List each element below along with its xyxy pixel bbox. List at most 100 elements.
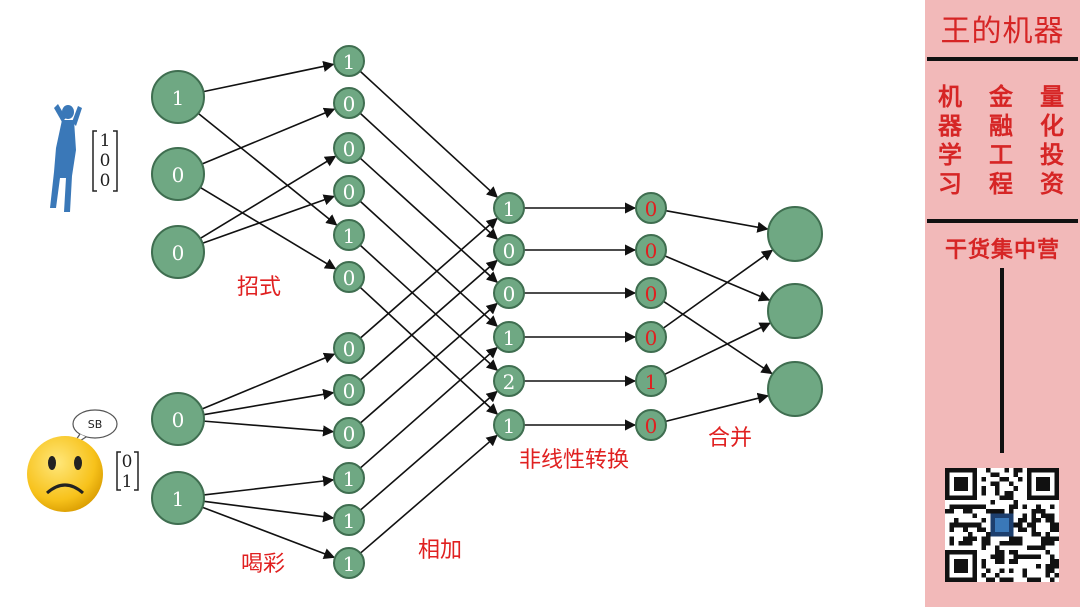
connection-arrow bbox=[359, 112, 499, 240]
connection-arrow bbox=[359, 434, 498, 554]
node-value: 0 bbox=[645, 326, 658, 350]
node-value: 0 bbox=[645, 197, 658, 221]
node-value: 1 bbox=[645, 370, 658, 394]
node-value: 0 bbox=[343, 422, 356, 446]
input-crowd-node: 0 bbox=[151, 392, 205, 446]
node-value: 1 bbox=[172, 487, 185, 511]
output-node-node bbox=[767, 206, 823, 262]
connection-arrow bbox=[664, 255, 771, 302]
node-value: 0 bbox=[645, 239, 658, 263]
input-crowd-node: 1 bbox=[151, 471, 205, 525]
move-node-node: 1 bbox=[333, 219, 365, 251]
connection-arrow bbox=[359, 286, 499, 415]
qr-code-icon[interactable] bbox=[945, 468, 1059, 582]
connection-arrow bbox=[203, 388, 335, 416]
node-value: 0 bbox=[343, 379, 356, 403]
node-value: 1 bbox=[172, 86, 185, 110]
connection-arrow bbox=[201, 352, 336, 410]
move-node-node: 0 bbox=[333, 175, 365, 207]
cheer-node-node: 0 bbox=[333, 417, 365, 449]
connection-arrow bbox=[663, 300, 773, 375]
node-value: 0 bbox=[343, 337, 356, 361]
nonlinear-node-node: 0 bbox=[635, 409, 667, 441]
sum-node-node: 1 bbox=[493, 321, 525, 353]
node-value: 0 bbox=[172, 241, 185, 265]
node-value: 0 bbox=[172, 163, 185, 187]
cheer-node-node: 0 bbox=[333, 332, 365, 364]
connection-arrow bbox=[359, 390, 498, 511]
basketball-player-icon bbox=[50, 104, 82, 212]
connection-arrow bbox=[662, 249, 774, 329]
player-vector-value: 0 bbox=[100, 171, 111, 191]
divider bbox=[927, 57, 1078, 61]
player-vector-value: 1 bbox=[100, 131, 111, 151]
connection-arrow bbox=[359, 302, 498, 424]
nonlinear-node-node: 1 bbox=[635, 365, 667, 397]
cheer-node-node: 1 bbox=[333, 504, 365, 536]
input-player-node: 1 bbox=[151, 70, 205, 124]
node-value: 0 bbox=[172, 408, 185, 432]
node-value: 0 bbox=[503, 239, 516, 263]
nonlinear-node-node: 0 bbox=[635, 234, 667, 266]
sidebar: 王的机器 机 器 学 习 金 融 工 程 量 化 投 资 干货集中营 bbox=[925, 0, 1080, 607]
connection-arrow bbox=[203, 60, 335, 93]
node-value: 1 bbox=[343, 509, 356, 533]
connection-arrow bbox=[359, 70, 499, 198]
cheer-node-node: 1 bbox=[333, 547, 365, 579]
cheer-node-node: 1 bbox=[333, 462, 365, 494]
connection-arrow bbox=[359, 346, 498, 469]
topic-machine-learning: 机 器 学 习 bbox=[938, 82, 962, 198]
nonlinear-node-node: 0 bbox=[635, 277, 667, 309]
connection-arrow bbox=[199, 186, 337, 270]
connection-arrow bbox=[203, 500, 335, 523]
connection-arrow bbox=[199, 155, 337, 240]
topic-financial-engineering: 金 融 工 程 bbox=[989, 82, 1013, 198]
node-value: 1 bbox=[503, 326, 516, 350]
input-player-node: 0 bbox=[151, 147, 205, 201]
crowd-vector-value: 1 bbox=[122, 472, 133, 492]
nonlinear-node-node: 0 bbox=[635, 192, 667, 224]
move-node-node: 0 bbox=[333, 132, 365, 164]
nonlinear-node-node: 0 bbox=[635, 321, 667, 353]
node-value: 0 bbox=[645, 282, 658, 306]
connection-arrow bbox=[197, 112, 338, 226]
brand-title: 王的机器 bbox=[940, 14, 1065, 49]
move-node-node: 0 bbox=[333, 87, 365, 119]
connection-arrow bbox=[359, 244, 499, 371]
node-value: 0 bbox=[503, 282, 516, 306]
node-value: 0 bbox=[343, 137, 356, 161]
label-nonlinear: 非线性转换 bbox=[519, 448, 629, 473]
slogan: 干货集中营 bbox=[944, 237, 1060, 263]
vertical-divider bbox=[1000, 268, 1004, 453]
connection-arrow bbox=[665, 209, 769, 233]
sum-node-node: 1 bbox=[493, 409, 525, 441]
label-merge: 合并 bbox=[708, 426, 752, 451]
node-value: 1 bbox=[503, 197, 516, 221]
node-value: 0 bbox=[343, 266, 356, 290]
label-cheer: 喝彩 bbox=[241, 552, 285, 577]
node-value: 1 bbox=[343, 50, 356, 74]
sum-node-node: 0 bbox=[493, 234, 525, 266]
connection-arrow bbox=[359, 157, 498, 284]
node-value: 1 bbox=[343, 467, 356, 491]
node-value: 0 bbox=[343, 180, 356, 204]
output-node-node bbox=[767, 361, 823, 417]
sum-node-node: 2 bbox=[493, 365, 525, 397]
node-value: 1 bbox=[343, 552, 356, 576]
sad-face-emoji-icon bbox=[27, 436, 103, 512]
node-value: 1 bbox=[503, 414, 516, 438]
node-value: 0 bbox=[645, 414, 658, 438]
connection-arrow bbox=[201, 107, 336, 165]
player-vector-value: 0 bbox=[100, 151, 111, 171]
label-add: 相加 bbox=[418, 538, 462, 563]
connection-arrow bbox=[359, 259, 498, 381]
node-value: 0 bbox=[343, 92, 356, 116]
move-node-node: 1 bbox=[333, 45, 365, 77]
player-vector: 1 0 0 bbox=[92, 130, 118, 192]
label-moves: 招式 bbox=[237, 275, 281, 300]
connection-arrow bbox=[665, 392, 769, 423]
cheer-node-node: 0 bbox=[333, 374, 365, 406]
sum-node-node: 0 bbox=[493, 277, 525, 309]
input-player-node: 0 bbox=[151, 225, 205, 279]
crowd-vector-value: 0 bbox=[122, 452, 133, 472]
